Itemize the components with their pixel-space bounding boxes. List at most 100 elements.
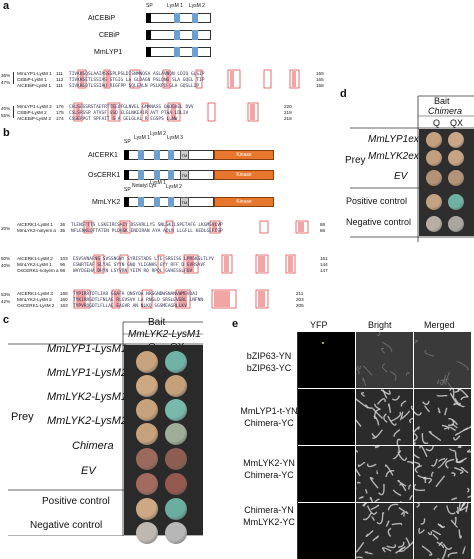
sp-block: [146, 47, 151, 57]
sequence-alignment-graphic: TLENSTTTS LSKEIRCSACY DSSVRLLYS SNLSKILS…: [71, 220, 309, 234]
panel-d-grid-lines: [350, 95, 474, 242]
svg-text:TYPIRRTDTLIAR GGAFA QNSYOA NRS: TYPIRRTDTLIAR GGAFA QNSYOA NRSGNDWSNANVW…: [73, 291, 198, 297]
yeast-colony: [136, 375, 158, 397]
bait-name: MmLYK2-LysM1: [128, 329, 201, 340]
seq-start: 112: [56, 77, 64, 82]
domain-sp-label: SP: [146, 3, 153, 9]
alignment-bracket: [13, 72, 16, 84]
identity-pct: 53%: [1, 292, 11, 297]
bifc-construct-1: bZIP63-YN: [246, 351, 292, 361]
seq-label: MmLYP1-LysM 2: [17, 104, 52, 109]
prey-row-label: MmLYK2ex: [368, 151, 419, 162]
prey-label: Prey: [11, 411, 34, 423]
seq-label: OsCERK1-notyem a: [17, 268, 59, 273]
identity-pct: 50%: [1, 256, 11, 261]
domain-label-oscerk1: OsCERK1: [88, 172, 121, 179]
domain-label-atcerk1: AtCERK1: [88, 152, 118, 159]
column-header-yfp: YFP: [310, 320, 328, 330]
yeast-colony: [165, 399, 187, 421]
lysm-block: [192, 13, 198, 23]
svg-text:SIVKKGDTLSSIAQ RIGFPP SQLEALN: SIVKKGDTLSSIAQ RIGFPP SQLEALN PSLKPD GLA…: [69, 83, 199, 89]
seq-start: 160: [60, 297, 68, 302]
identity-pct: 40%: [1, 263, 11, 268]
sp-block: [124, 197, 129, 207]
bright-field-image: [356, 446, 413, 502]
prey-row-label: MmLYP1-LysM2: [47, 367, 128, 379]
seq-label: MmLYK2-LysM 1: [17, 262, 52, 267]
yeast-colony: [426, 132, 442, 148]
kinase-block: Kinase: [214, 170, 274, 180]
domain-notatyl-label: Notatyl Lys: [132, 183, 157, 189]
sequence-alignment-graphic: ESVSVNAFNS SVSSNGWY SYRISTADS LTE SRSISG…: [73, 254, 296, 274]
kinase-block: Kinase: [214, 150, 274, 160]
yeast-colony: [448, 132, 464, 148]
yeast-colony: [165, 448, 187, 470]
yeast-colony: [426, 194, 442, 210]
domain-lysm2-label: LysM 2: [150, 131, 166, 137]
seq-end: 219: [284, 110, 292, 115]
cell-texture: [414, 446, 471, 501]
domain-lysm1-label: LysM 1: [167, 3, 183, 9]
sequence-alignment-graphic: CHLSESSRSTAEFRTTEEOFGLNVEL GMANASS QADGV…: [69, 102, 259, 122]
prey-row-label: MmLYP1-LysM1: [47, 343, 128, 355]
yfp-signal: [322, 342, 324, 344]
prey-row-label: Chimera: [72, 440, 114, 452]
yeast-colony: [165, 351, 187, 373]
domain-lysm1-label: LysM 1: [150, 180, 166, 186]
yeast-colony: [165, 375, 187, 397]
identity-pct: 20%: [1, 226, 11, 231]
svg-text:TYKIRRGDTLFNLAE RLGVSVV LA RNG: TYKIRRGDTLFNLAE RLGVSVV LA RNGLO SRSLEVG…: [73, 297, 203, 303]
domain-lysm1-label: LysM 1: [134, 135, 150, 141]
yeast-colony: [448, 194, 464, 210]
svg-text:ESVSVNAFNS SVSSNGWY SYRISTADS: ESVSVNAFNS SVSSNGWY SYRISTADS LTE SRSISG…: [73, 256, 214, 262]
control-row-label: Negative control: [30, 520, 103, 531]
bright-field-image: [356, 332, 413, 388]
seq-start: 35: [60, 228, 66, 233]
seq-start: 111: [56, 83, 63, 88]
bait-name: Chimera: [428, 106, 463, 116]
panel-c-yeast-two-hybrid: Bait MmLYK2-LysM1 Q QX Prey MmLYP1-LysM1…: [8, 317, 203, 544]
seq-start: 98: [60, 268, 66, 273]
seq-end: 220: [284, 104, 292, 109]
panel-c-grid-lines: [8, 321, 203, 536]
yeast-colony: [165, 473, 187, 495]
bait-header: Bait: [434, 96, 450, 106]
seq-label: MmLYK2-LysM 2: [17, 297, 52, 302]
bifc-construct-1: Chimera-YN: [244, 505, 294, 515]
yeast-colony: [426, 150, 442, 166]
domain-sp-label: SP: [124, 187, 131, 193]
seq-label: AtCEBiP-LysM 2: [17, 116, 52, 121]
merged-image: [414, 446, 471, 502]
domain-label-cebip: CEBiP: [99, 32, 120, 39]
identity-pct: 36%: [1, 73, 11, 78]
domain-label-mmlyk2: MmLYK2: [92, 199, 121, 206]
sp-block: [146, 30, 151, 40]
panel-d-yeast-two-hybrid: Bait Chimera Q QX Prey MmLYP1ex MmLYK2ex…: [345, 92, 474, 242]
lysm-block: [174, 13, 180, 23]
cell-texture: [356, 503, 413, 559]
yfp-image: [298, 332, 355, 388]
seq-label: AtCERK1-LysM 1: [17, 222, 53, 227]
domain-lysm2-label: LysM 2: [166, 184, 182, 190]
bifc-row-label: bZIP63-YN bZIP63-YC: [243, 350, 295, 374]
seq-end: 203: [296, 297, 304, 302]
merged-image: [414, 503, 471, 559]
yeast-colony: [136, 522, 158, 544]
bifc-construct-2: MmLYK2-YC: [243, 517, 295, 527]
column-header-bright: Bright: [368, 320, 392, 330]
lysm-block: [168, 197, 174, 207]
column-qx: QX: [450, 118, 464, 128]
seq-start: 175: [56, 110, 64, 115]
yeast-colony: [165, 522, 187, 544]
svg-text:NFLENKLDFTATEN PLDKSK ENDIRAN: NFLENKLDFTATEN PLDKSK ENDIRAN AYA ADLN L…: [71, 228, 223, 234]
seq-start: 111: [56, 71, 63, 76]
lysm-block: [168, 150, 174, 160]
column-header-merged: Merged: [424, 320, 455, 330]
sequence-alignment-graphic: TYPIRRTDTLIAR GGAFA QNSYOA NRSGNDWSNANVW…: [73, 289, 269, 309]
seq-label: MmLYP1-LysM 1: [17, 71, 52, 76]
tm-block: TM: [180, 170, 189, 180]
bifc-row-label: Chimera-YN MmLYK2-YC: [240, 504, 298, 528]
svg-text:CSSERPGT SPFAIT S A GELGLAL R: CSSERPGT SPFAIT S A GELGLAL R EGSPS LLNW: [69, 116, 178, 122]
prey-row-label: EV: [394, 171, 408, 182]
seq-end: 86: [320, 228, 326, 233]
